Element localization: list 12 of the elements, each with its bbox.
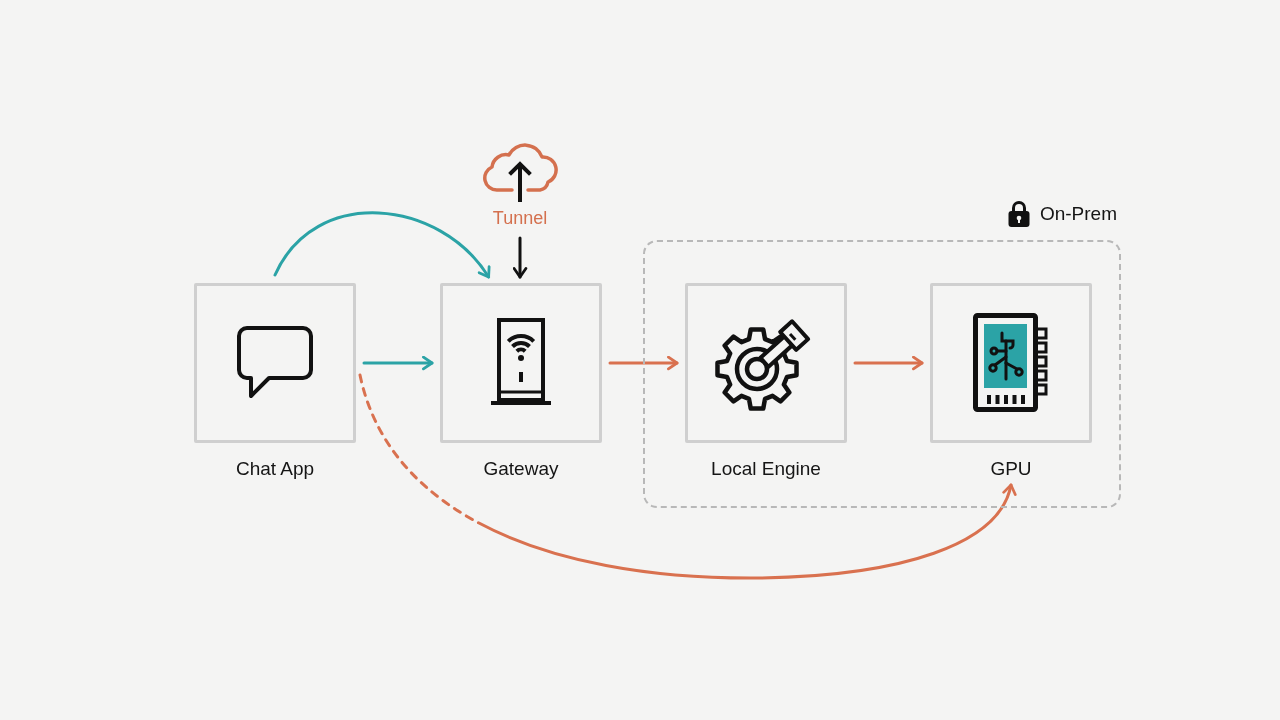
curved-arrow (273, 211, 491, 279)
arrow (608, 355, 679, 371)
group-label: On-Prem (1039, 202, 1117, 226)
node-label: GPU (990, 457, 1032, 481)
node-label: Chat App (235, 457, 315, 481)
curved-arrow (358, 373, 1016, 580)
node-label: Tunnel (492, 207, 548, 230)
arrow (512, 236, 528, 279)
arrow (362, 355, 434, 371)
arrow (853, 355, 924, 371)
node-label: Gateway (483, 457, 559, 481)
node-label: Local Engine (711, 457, 821, 481)
